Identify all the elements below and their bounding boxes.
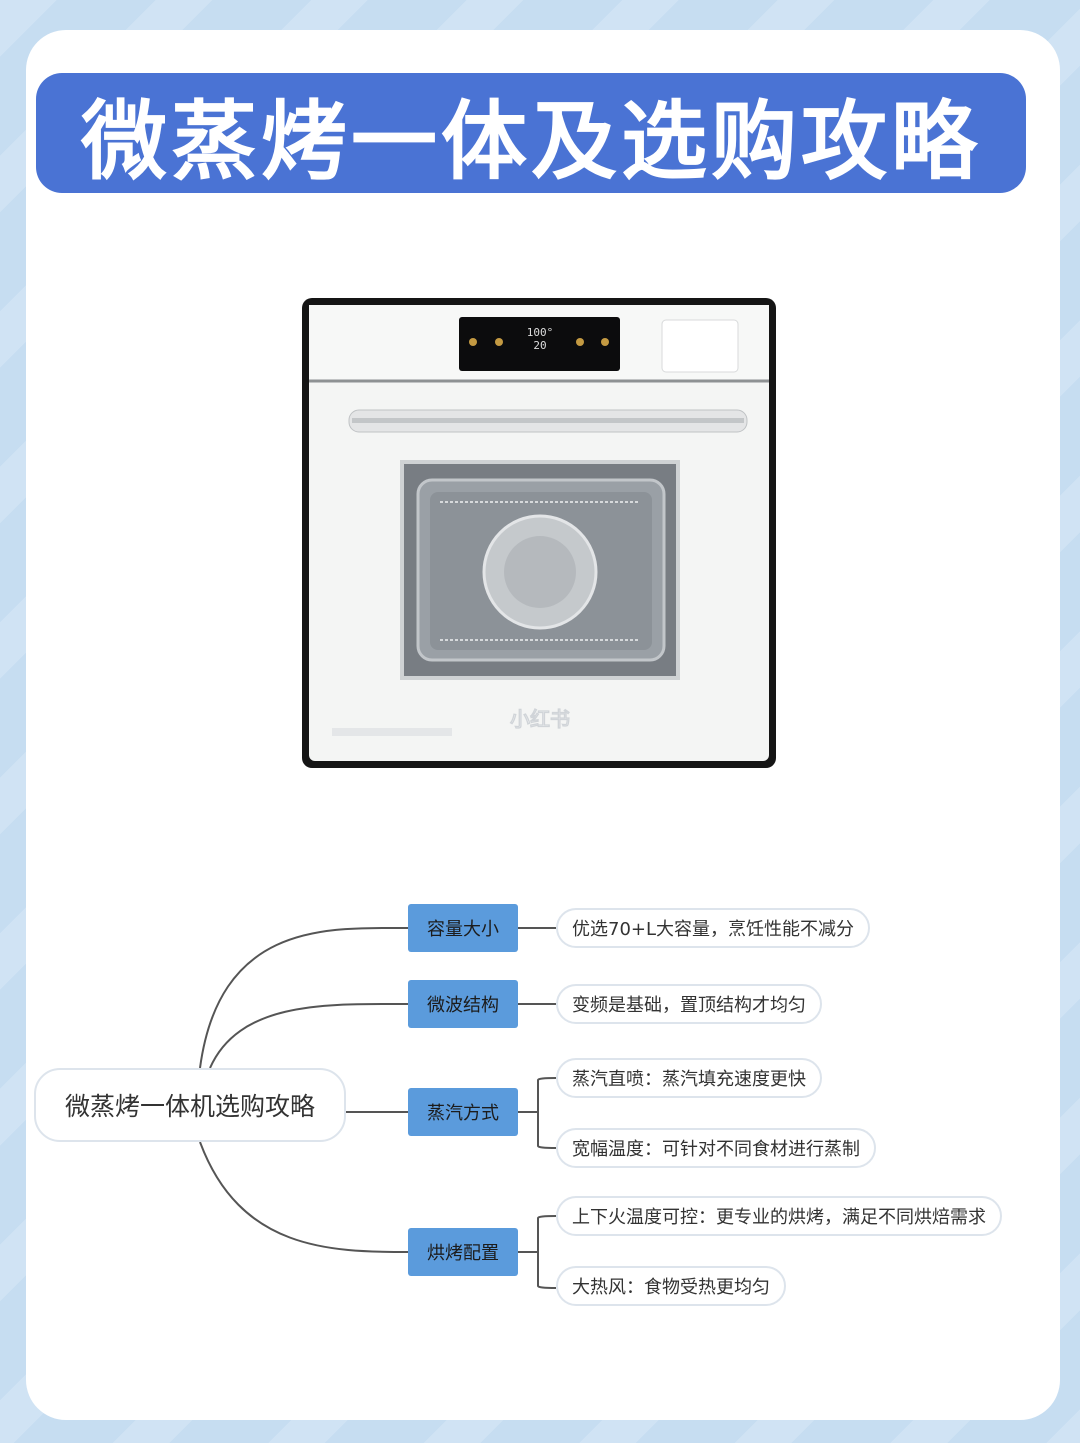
title-banner: 微蒸烤一体及选购攻略 [36, 73, 1026, 193]
mindmap-root: 微蒸烤一体机选购攻略 [34, 1068, 346, 1142]
leaf-steam-2: 宽幅温度：可针对不同食材进行蒸制 [556, 1128, 876, 1168]
mindmap-connectors [199, 926, 557, 1289]
watermark-text: 小红书 [510, 707, 570, 731]
leaf-baking-2: 大热风：食物受热更均匀 [556, 1266, 786, 1306]
branch-capacity: 容量大小 [408, 904, 518, 952]
leaf-microwave-1: 变频是基础，置顶结构才均匀 [556, 984, 822, 1024]
oven-display-time: 20 [533, 339, 546, 352]
oven-display-temp: 100° [527, 326, 554, 339]
branch-steam: 蒸汽方式 [408, 1088, 518, 1136]
leaf-capacity-1: 优选70+L大容量，烹饪性能不减分 [556, 908, 871, 948]
branch-baking: 烘烤配置 [408, 1228, 518, 1276]
leaf-baking-1: 上下火温度可控：更专业的烘烤，满足不同烘焙需求 [556, 1196, 1002, 1236]
page-title: 微蒸烤一体及选购攻略 [81, 91, 981, 192]
leaf-steam-1: 蒸汽直喷：蒸汽填充速度更快 [556, 1058, 822, 1098]
oven-image: 100° 20 小红书 [300, 296, 778, 770]
branch-microwave: 微波结构 [408, 980, 518, 1028]
